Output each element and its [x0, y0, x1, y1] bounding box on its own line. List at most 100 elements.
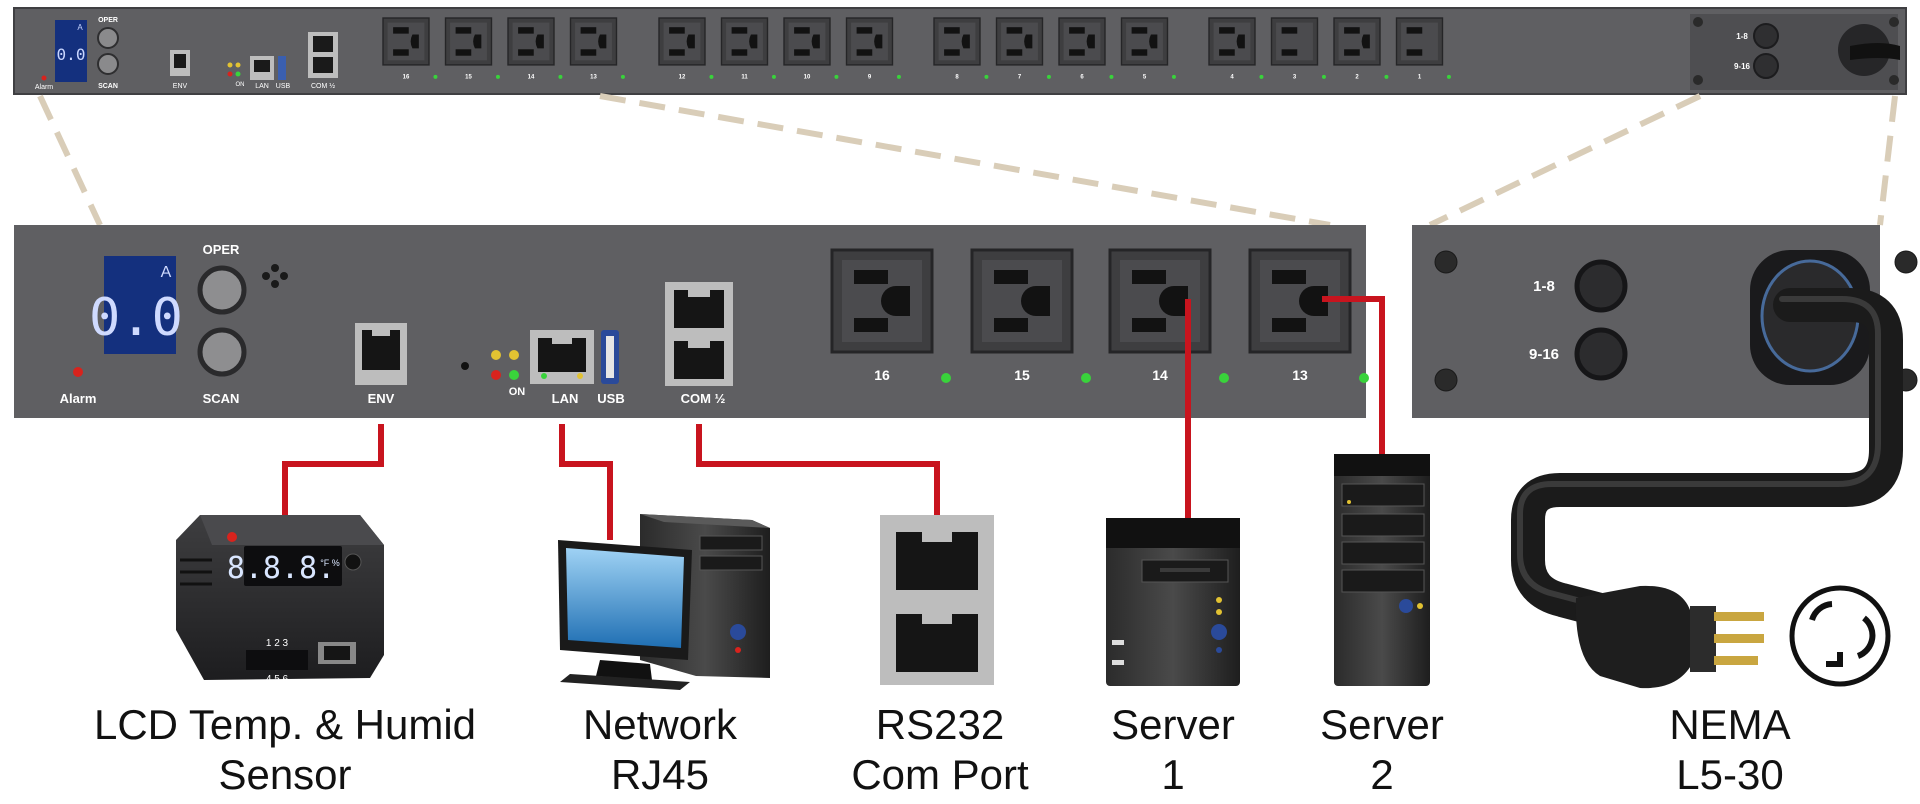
top-outlet-led [709, 74, 714, 79]
top-usb-port [278, 56, 286, 80]
top-outlet-label: 8 [955, 75, 959, 81]
detail-outlet: 15 [970, 248, 1091, 383]
com-to-rs232-cable [696, 424, 940, 520]
top-outlet-led [558, 74, 563, 79]
zoom-guide-lines [37, 93, 1898, 228]
lan-to-network-cable [559, 424, 613, 540]
caption-server2-line1: Server [1320, 701, 1444, 748]
svg-text:ON: ON [236, 82, 245, 88]
server-1 [1106, 518, 1240, 686]
caption-nema-line2: L5-30 [1676, 751, 1784, 798]
sensor-vents-icon [180, 558, 212, 586]
top-outlet-led [1171, 74, 1176, 79]
top-outlet: 14 [507, 17, 563, 81]
env-to-sensor-cable [282, 424, 384, 518]
top-outlet-label: 13 [590, 75, 597, 81]
lcd-temp-humid-sensor: 8.8.8. °F % 1 2 3 4 5 6 [176, 515, 384, 685]
caption-nema: NEMA L5-30 [1630, 700, 1830, 800]
top-outlet-label: 3 [1293, 75, 1297, 81]
detail-outlet-label: 16 [874, 367, 890, 383]
caption-rs232-line2: Com Port [851, 751, 1029, 798]
top-outlet: 15 [444, 17, 500, 81]
top-outlet: 7 [995, 17, 1051, 81]
env-label: ENV [368, 391, 395, 406]
oper-label: OPER [203, 242, 240, 257]
svg-text:Alarm: Alarm [35, 84, 53, 91]
caption-nema-line1: NEMA [1669, 701, 1791, 748]
rs232-com-port [880, 515, 994, 685]
top-display-value: 0.0 [57, 45, 86, 64]
top-outlet-led [771, 74, 776, 79]
svg-text:OPER: OPER [98, 17, 118, 24]
svg-text:ENV: ENV [173, 83, 188, 90]
breaker-9-16 [1574, 327, 1628, 381]
top-outlet: 13 [569, 17, 625, 81]
top-outlet: 10 [783, 17, 839, 81]
lan-label: LAN [552, 391, 579, 406]
caption-sensor-line1: LCD Temp. & Humid [93, 701, 477, 748]
sensor-readout: 8.8.8. [227, 551, 335, 586]
caption-server1-line2: 1 [1161, 751, 1185, 798]
top-outlet-label: 14 [528, 75, 535, 81]
svg-text:9-16: 9-16 [1734, 62, 1751, 71]
top-outlet-led [1046, 74, 1051, 79]
detail-outlet-label: 15 [1014, 367, 1030, 383]
top-outlet-led [433, 74, 438, 79]
sensor-port-labels-top: 1 2 3 [266, 638, 289, 649]
top-outlet: 2 [1333, 17, 1389, 81]
top-breaker-9-16 [1753, 53, 1779, 79]
top-outlet: 8 [933, 17, 989, 81]
alarm-led [73, 367, 83, 377]
top-outlet-led [984, 74, 989, 79]
caption-server1: Server 1 [1073, 700, 1273, 800]
top-scan-button [97, 53, 119, 75]
top-outlet-label: 9 [868, 75, 872, 81]
top-outlet-led [1446, 74, 1451, 79]
svg-text:LAN: LAN [255, 83, 269, 90]
top-outlet: 11 [720, 17, 776, 81]
svg-text:1-8: 1-8 [1736, 32, 1748, 41]
caption-server2-line2: 2 [1370, 751, 1394, 798]
top-outlet-label: 11 [741, 75, 748, 81]
usb-label: USB [597, 391, 624, 406]
on-label: ON [509, 386, 526, 398]
top-outlet: 16 [382, 17, 438, 81]
top-outlet-label: 12 [679, 75, 686, 81]
network-computer [558, 514, 770, 690]
top-outlet: 12 [658, 17, 714, 81]
top-outlet-led [1384, 74, 1389, 79]
top-outlet: 3 [1270, 17, 1326, 81]
detail-outlet-led [1219, 373, 1229, 383]
breaker-1-8-label: 1-8 [1533, 278, 1555, 295]
top-outlet: 4 [1208, 17, 1264, 81]
detail-outlet-label: 13 [1292, 367, 1308, 383]
com-label: COM ½ [681, 391, 726, 406]
svg-text:SCAN: SCAN [98, 83, 118, 90]
top-display-unit: A [77, 23, 83, 32]
top-outlet-label: 10 [804, 75, 811, 81]
top-outlet: 9 [845, 17, 901, 81]
top-outlet-label: 2 [1355, 75, 1359, 81]
breaker-1-8 [1574, 259, 1628, 313]
oper-button [197, 265, 247, 315]
top-outlet-label: 7 [1018, 75, 1022, 81]
top-breaker-1-8 [1753, 23, 1779, 49]
caption-network: Network RJ45 [540, 700, 780, 800]
top-oper-button [97, 27, 119, 49]
top-alarm-led [41, 75, 47, 81]
svg-text:COM ½: COM ½ [311, 82, 335, 90]
top-outlet-label: 1 [1418, 75, 1422, 81]
top-outlet: 5 [1120, 17, 1176, 81]
caption-rs232: RS232 Com Port [820, 700, 1060, 800]
top-outlet-label: 5 [1143, 75, 1147, 81]
top-ampere-display [55, 20, 87, 82]
top-outlet-led [834, 74, 839, 79]
server-2 [1334, 454, 1430, 686]
nema-receptacle-icon [1789, 585, 1891, 687]
caption-server2: Server 2 [1282, 700, 1482, 800]
display-value: 0.0 [89, 288, 183, 348]
